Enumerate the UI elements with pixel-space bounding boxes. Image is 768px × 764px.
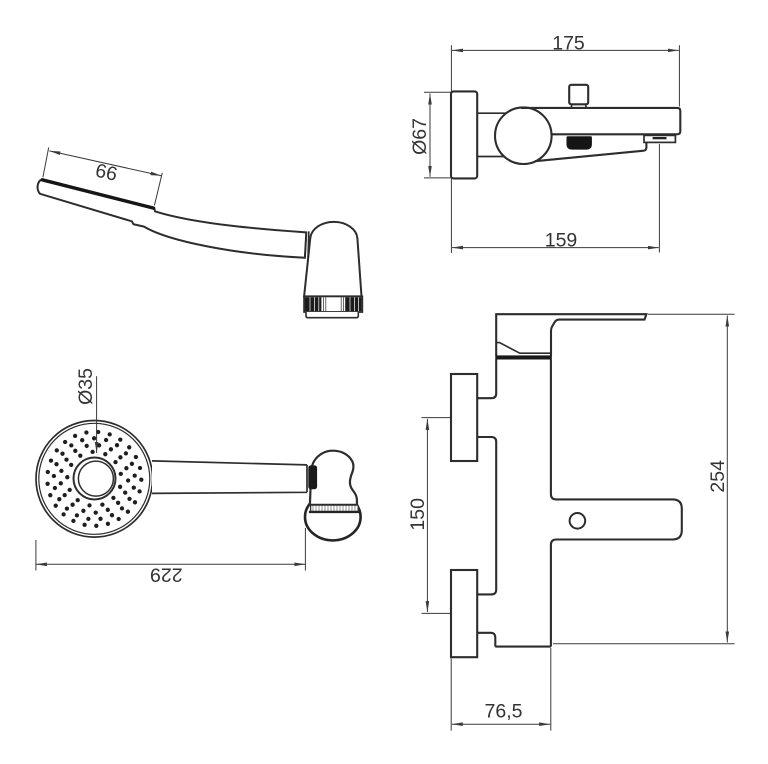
svg-text:254: 254 xyxy=(707,460,729,493)
svg-text:229: 229 xyxy=(150,563,183,585)
svg-text:Ø35: Ø35 xyxy=(75,368,97,405)
svg-text:150: 150 xyxy=(407,498,429,531)
svg-text:76,5: 76,5 xyxy=(485,701,523,723)
svg-text:175: 175 xyxy=(552,32,585,54)
svg-text:Ø67: Ø67 xyxy=(409,118,431,155)
svg-text:66: 66 xyxy=(93,160,119,186)
svg-text:159: 159 xyxy=(545,229,578,251)
